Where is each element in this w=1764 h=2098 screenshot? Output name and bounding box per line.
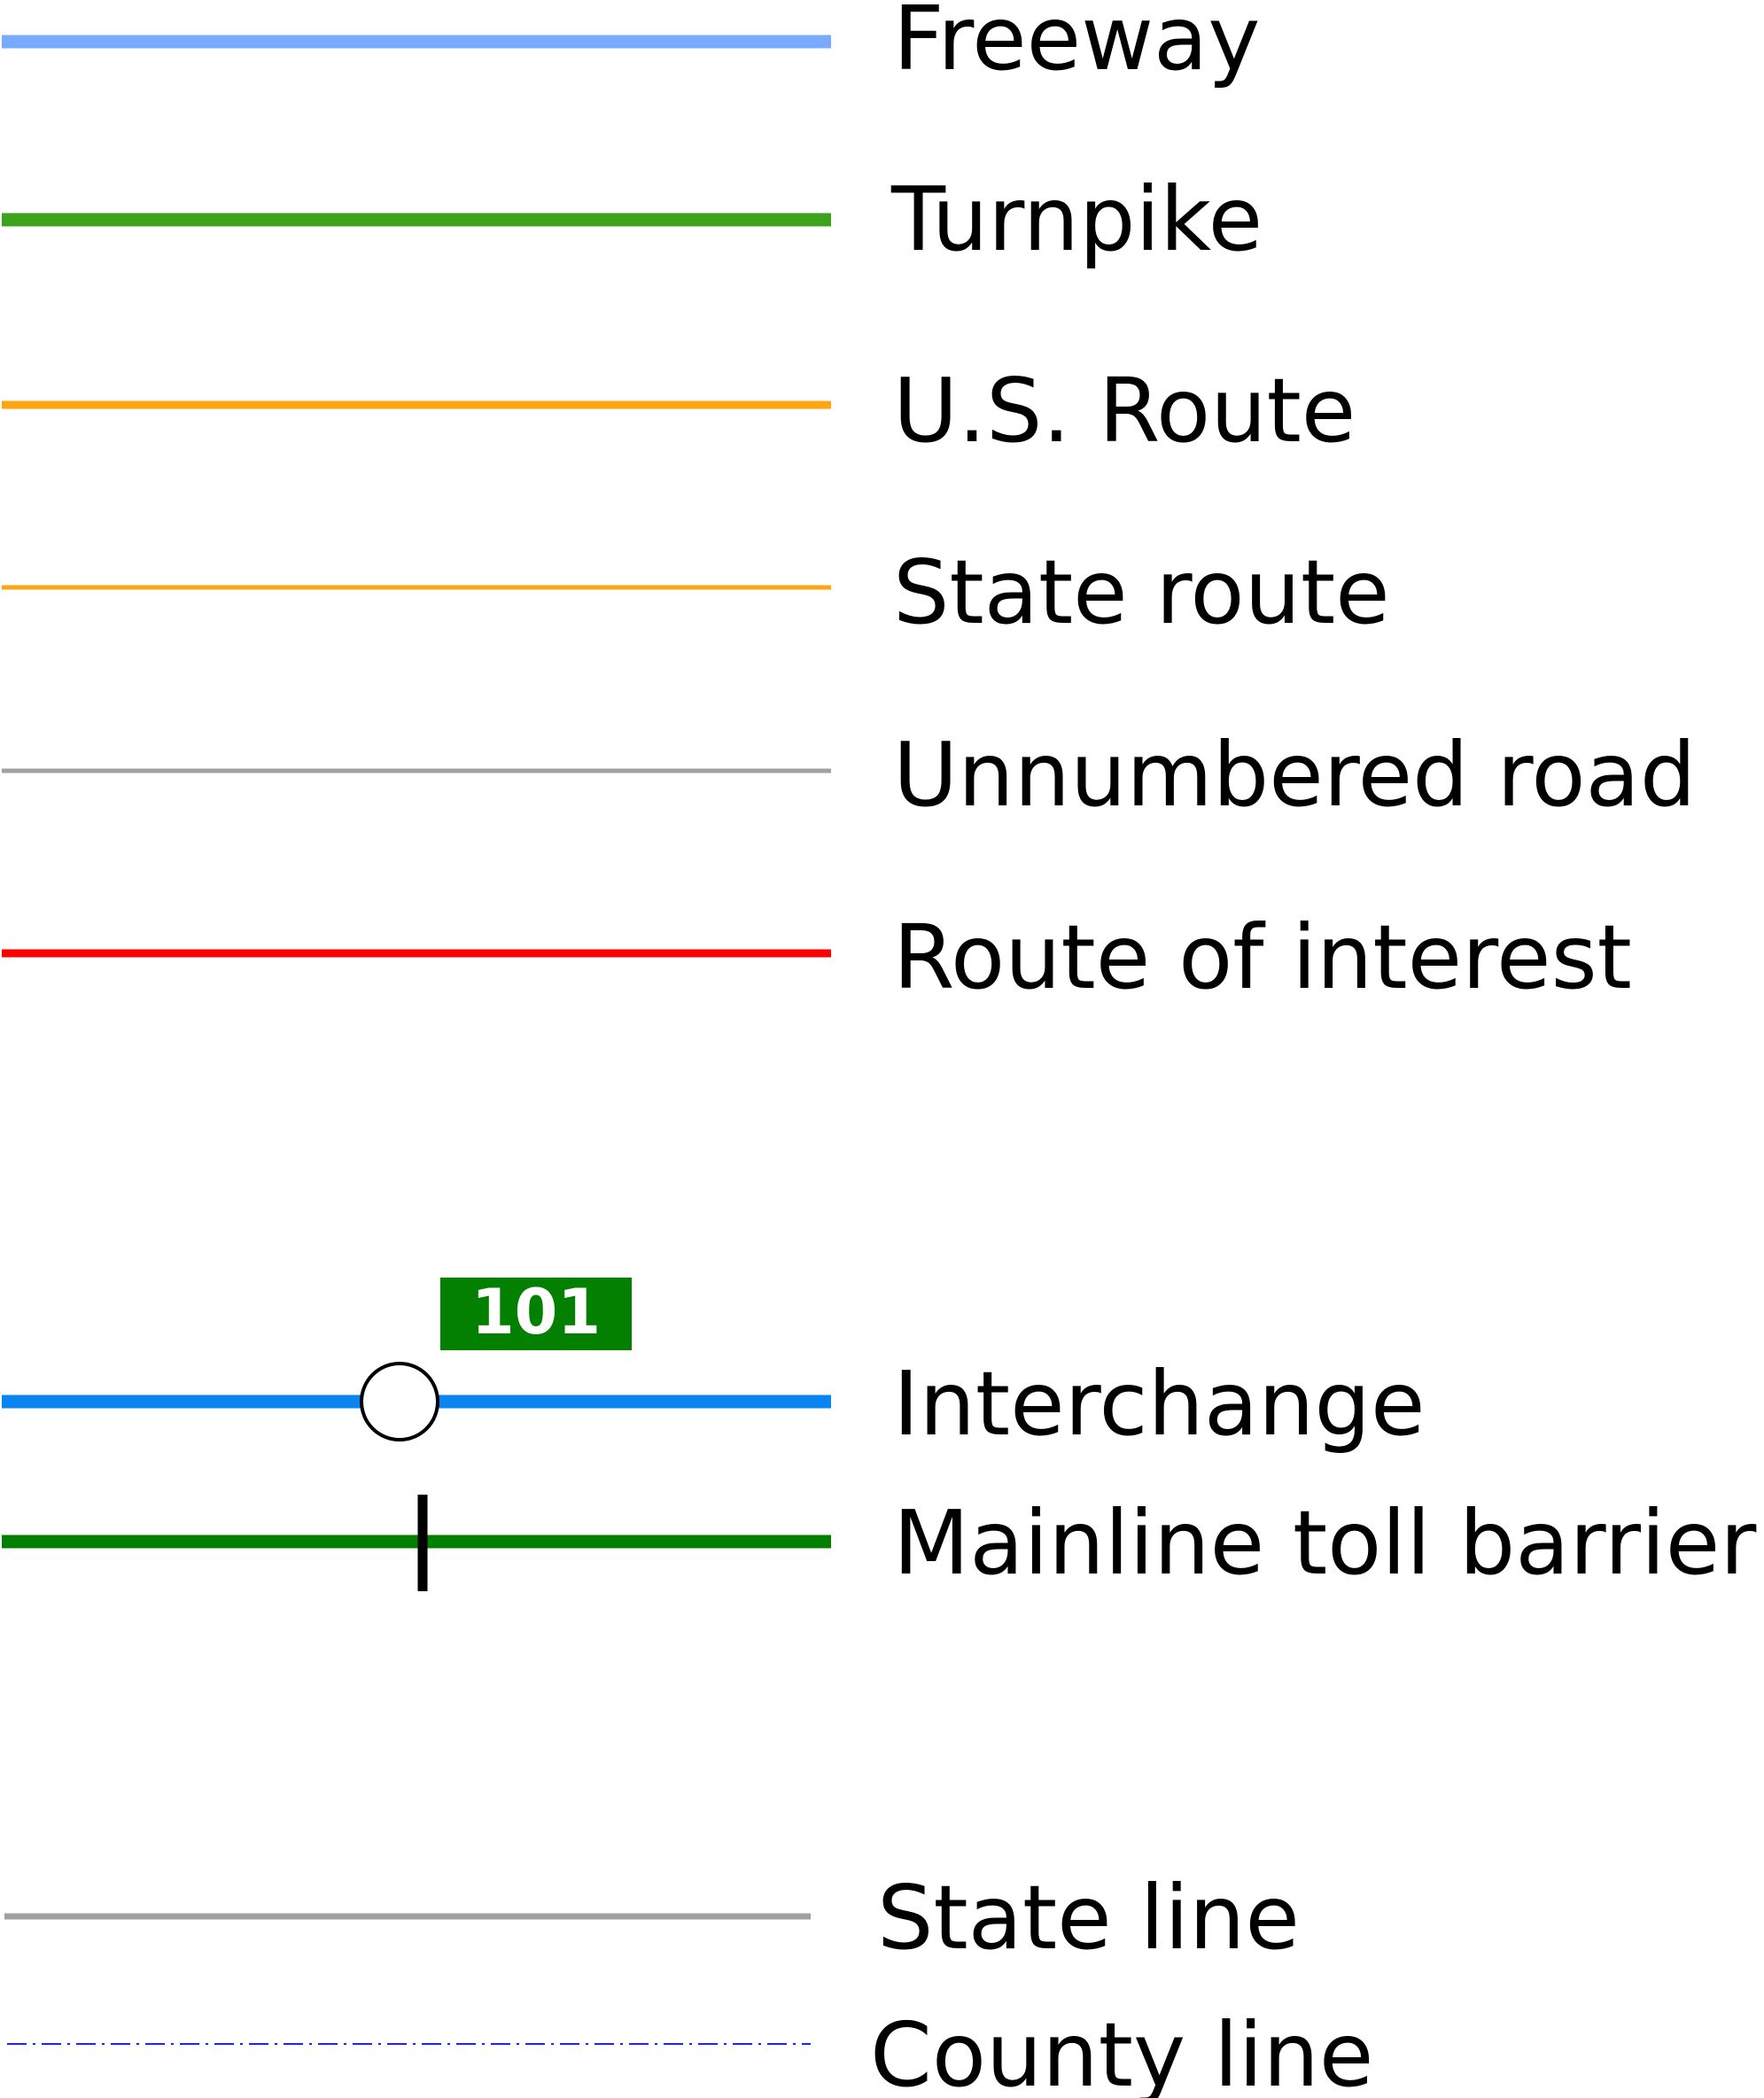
state-line-label: State line: [877, 1866, 1300, 1970]
legend-entry-county-line: County line: [7, 2003, 1373, 2098]
legend-entry-us-route: U.S. Route: [2, 359, 1356, 462]
county-line-label: County line: [870, 2003, 1373, 2098]
us-route-label: U.S. Route: [893, 359, 1356, 462]
mainline-toll-barrier-label: Mainline toll barrier: [893, 1491, 1757, 1595]
legend-entry-state-route: State route: [2, 540, 1390, 644]
legend-entry-turnpike: Turnpike: [2, 167, 1263, 271]
legend-entry-state-line: State line: [4, 1866, 1300, 1970]
legend-entry-unnumbered-road: Unnumbered road: [2, 723, 1696, 827]
legend-entry-interchange: 101 Interchange: [2, 1276, 1426, 1456]
unnumbered-road-label: Unnumbered road: [893, 723, 1696, 827]
route-of-interest-label: Route of interest: [893, 905, 1632, 1009]
exit-number-badge: [440, 1278, 632, 1350]
interchange-label: Interchange: [893, 1352, 1426, 1456]
legend-entry-route-of-interest: Route of interest: [2, 905, 1632, 1009]
interchange-circle-icon: [360, 1362, 439, 1441]
turnpike-label: Turnpike: [890, 167, 1263, 271]
freeway-label: Freeway: [893, 0, 1260, 90]
state-route-label: State route: [893, 540, 1390, 644]
legend-entry-freeway: Freeway: [2, 0, 1260, 90]
legend-entry-mainline-toll-barrier: Mainline toll barrier: [2, 1491, 1757, 1595]
exit-number-label: 101: [471, 1276, 601, 1348]
